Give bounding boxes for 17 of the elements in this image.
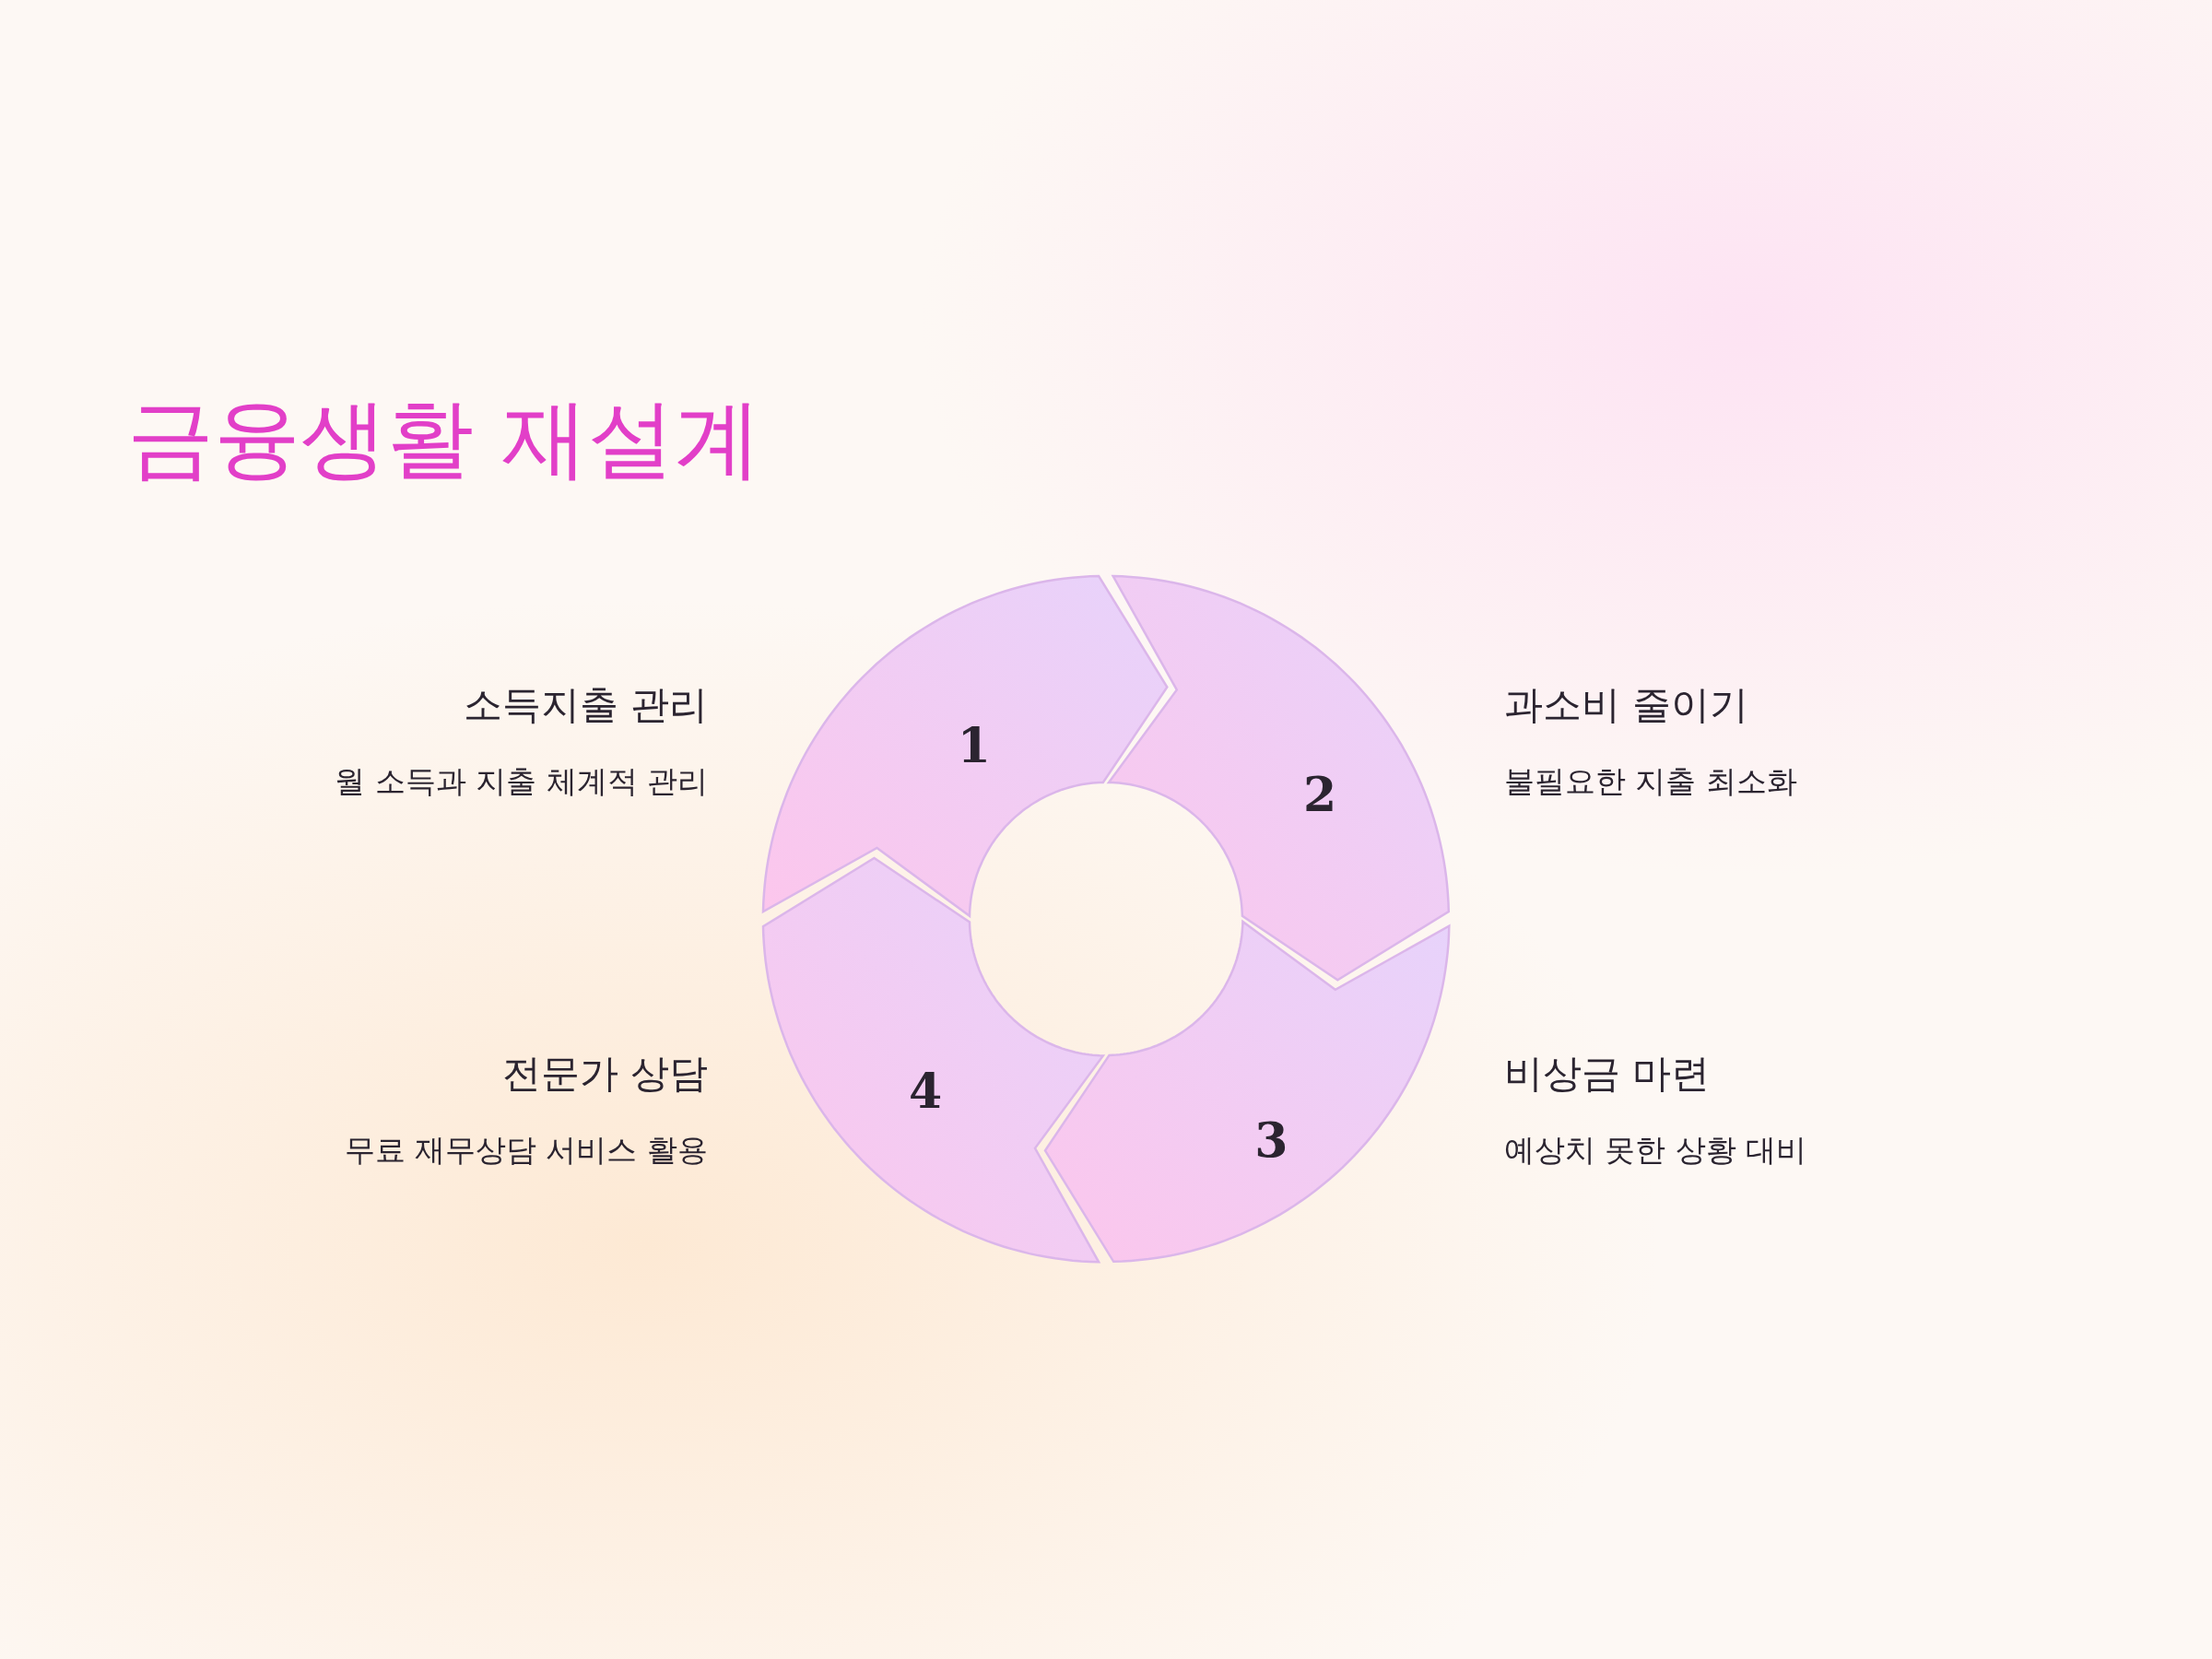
cycle-segment	[1109, 576, 1449, 981]
step-number: 2	[1303, 770, 1337, 818]
step-heading: 소득지출 관리	[463, 682, 708, 729]
step-description: 무료 재무상담 서비스 활용	[344, 1132, 708, 1169]
title: 금융생활 재설계	[127, 387, 761, 490]
step-heading: 비상금 마련	[1504, 1051, 1711, 1098]
step-description: 불필요한 지출 최소화	[1504, 763, 1797, 800]
step-description: 예상치 못한 상황 대비	[1504, 1132, 1807, 1169]
cycle-segment	[763, 857, 1103, 1262]
step-number: 1	[957, 721, 991, 770]
step-number: 3	[1254, 1116, 1288, 1164]
cycle-segment	[763, 576, 1168, 916]
step-heading: 전문가 상담	[501, 1051, 708, 1098]
step-heading: 과소비 줄이기	[1504, 682, 1749, 729]
cycle-segment	[1044, 922, 1449, 1262]
step-description: 월 소득과 지출 체계적 관리	[335, 763, 708, 800]
step-number: 4	[908, 1067, 943, 1116]
